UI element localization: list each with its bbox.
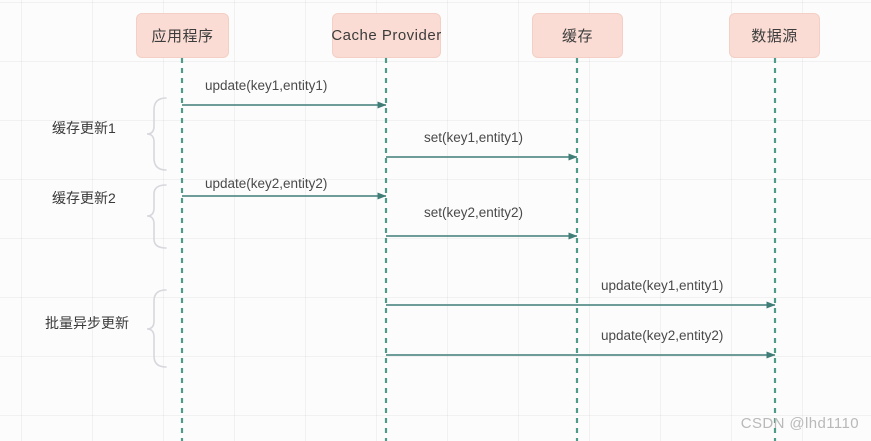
group-label-batch-async-update: 批量异步更新 xyxy=(45,315,129,331)
participant-label-app: 应用程序 xyxy=(151,28,214,45)
message-label-m1: update(key1,entity1) xyxy=(205,78,328,93)
brace-g2 xyxy=(146,184,167,249)
participant-label-datasource: 数据源 xyxy=(751,28,798,45)
message-label-m6: update(key2,entity2) xyxy=(601,328,724,343)
watermark: CSDN @lhd1110 xyxy=(740,415,859,432)
message-label-m3: update(key2,entity2) xyxy=(205,176,328,191)
message-arrows-group xyxy=(182,101,776,359)
brace-g3 xyxy=(146,289,167,368)
group-braces xyxy=(146,97,167,368)
participant-box-cache[interactable]: 缓存 xyxy=(532,13,623,58)
participant-label-cache: 缓存 xyxy=(561,28,593,45)
participant-box-cache-provider[interactable]: Cache Provider xyxy=(331,13,442,58)
group-label-cache-update-2: 缓存更新2 xyxy=(52,190,116,206)
message-label-m5: update(key1,entity1) xyxy=(601,278,724,293)
message-label-m2: set(key1,entity1) xyxy=(424,130,524,145)
participant-box-app[interactable]: 应用程序 xyxy=(136,13,229,58)
brace-g1 xyxy=(146,97,167,171)
message-label-m4: set(key2,entity2) xyxy=(424,205,524,220)
group-label-cache-update-1: 缓存更新1 xyxy=(52,120,116,136)
lifelines-group xyxy=(180,58,777,441)
participant-box-datasource[interactable]: 数据源 xyxy=(729,13,820,58)
participant-label-cache-provider: Cache Provider xyxy=(331,27,442,44)
